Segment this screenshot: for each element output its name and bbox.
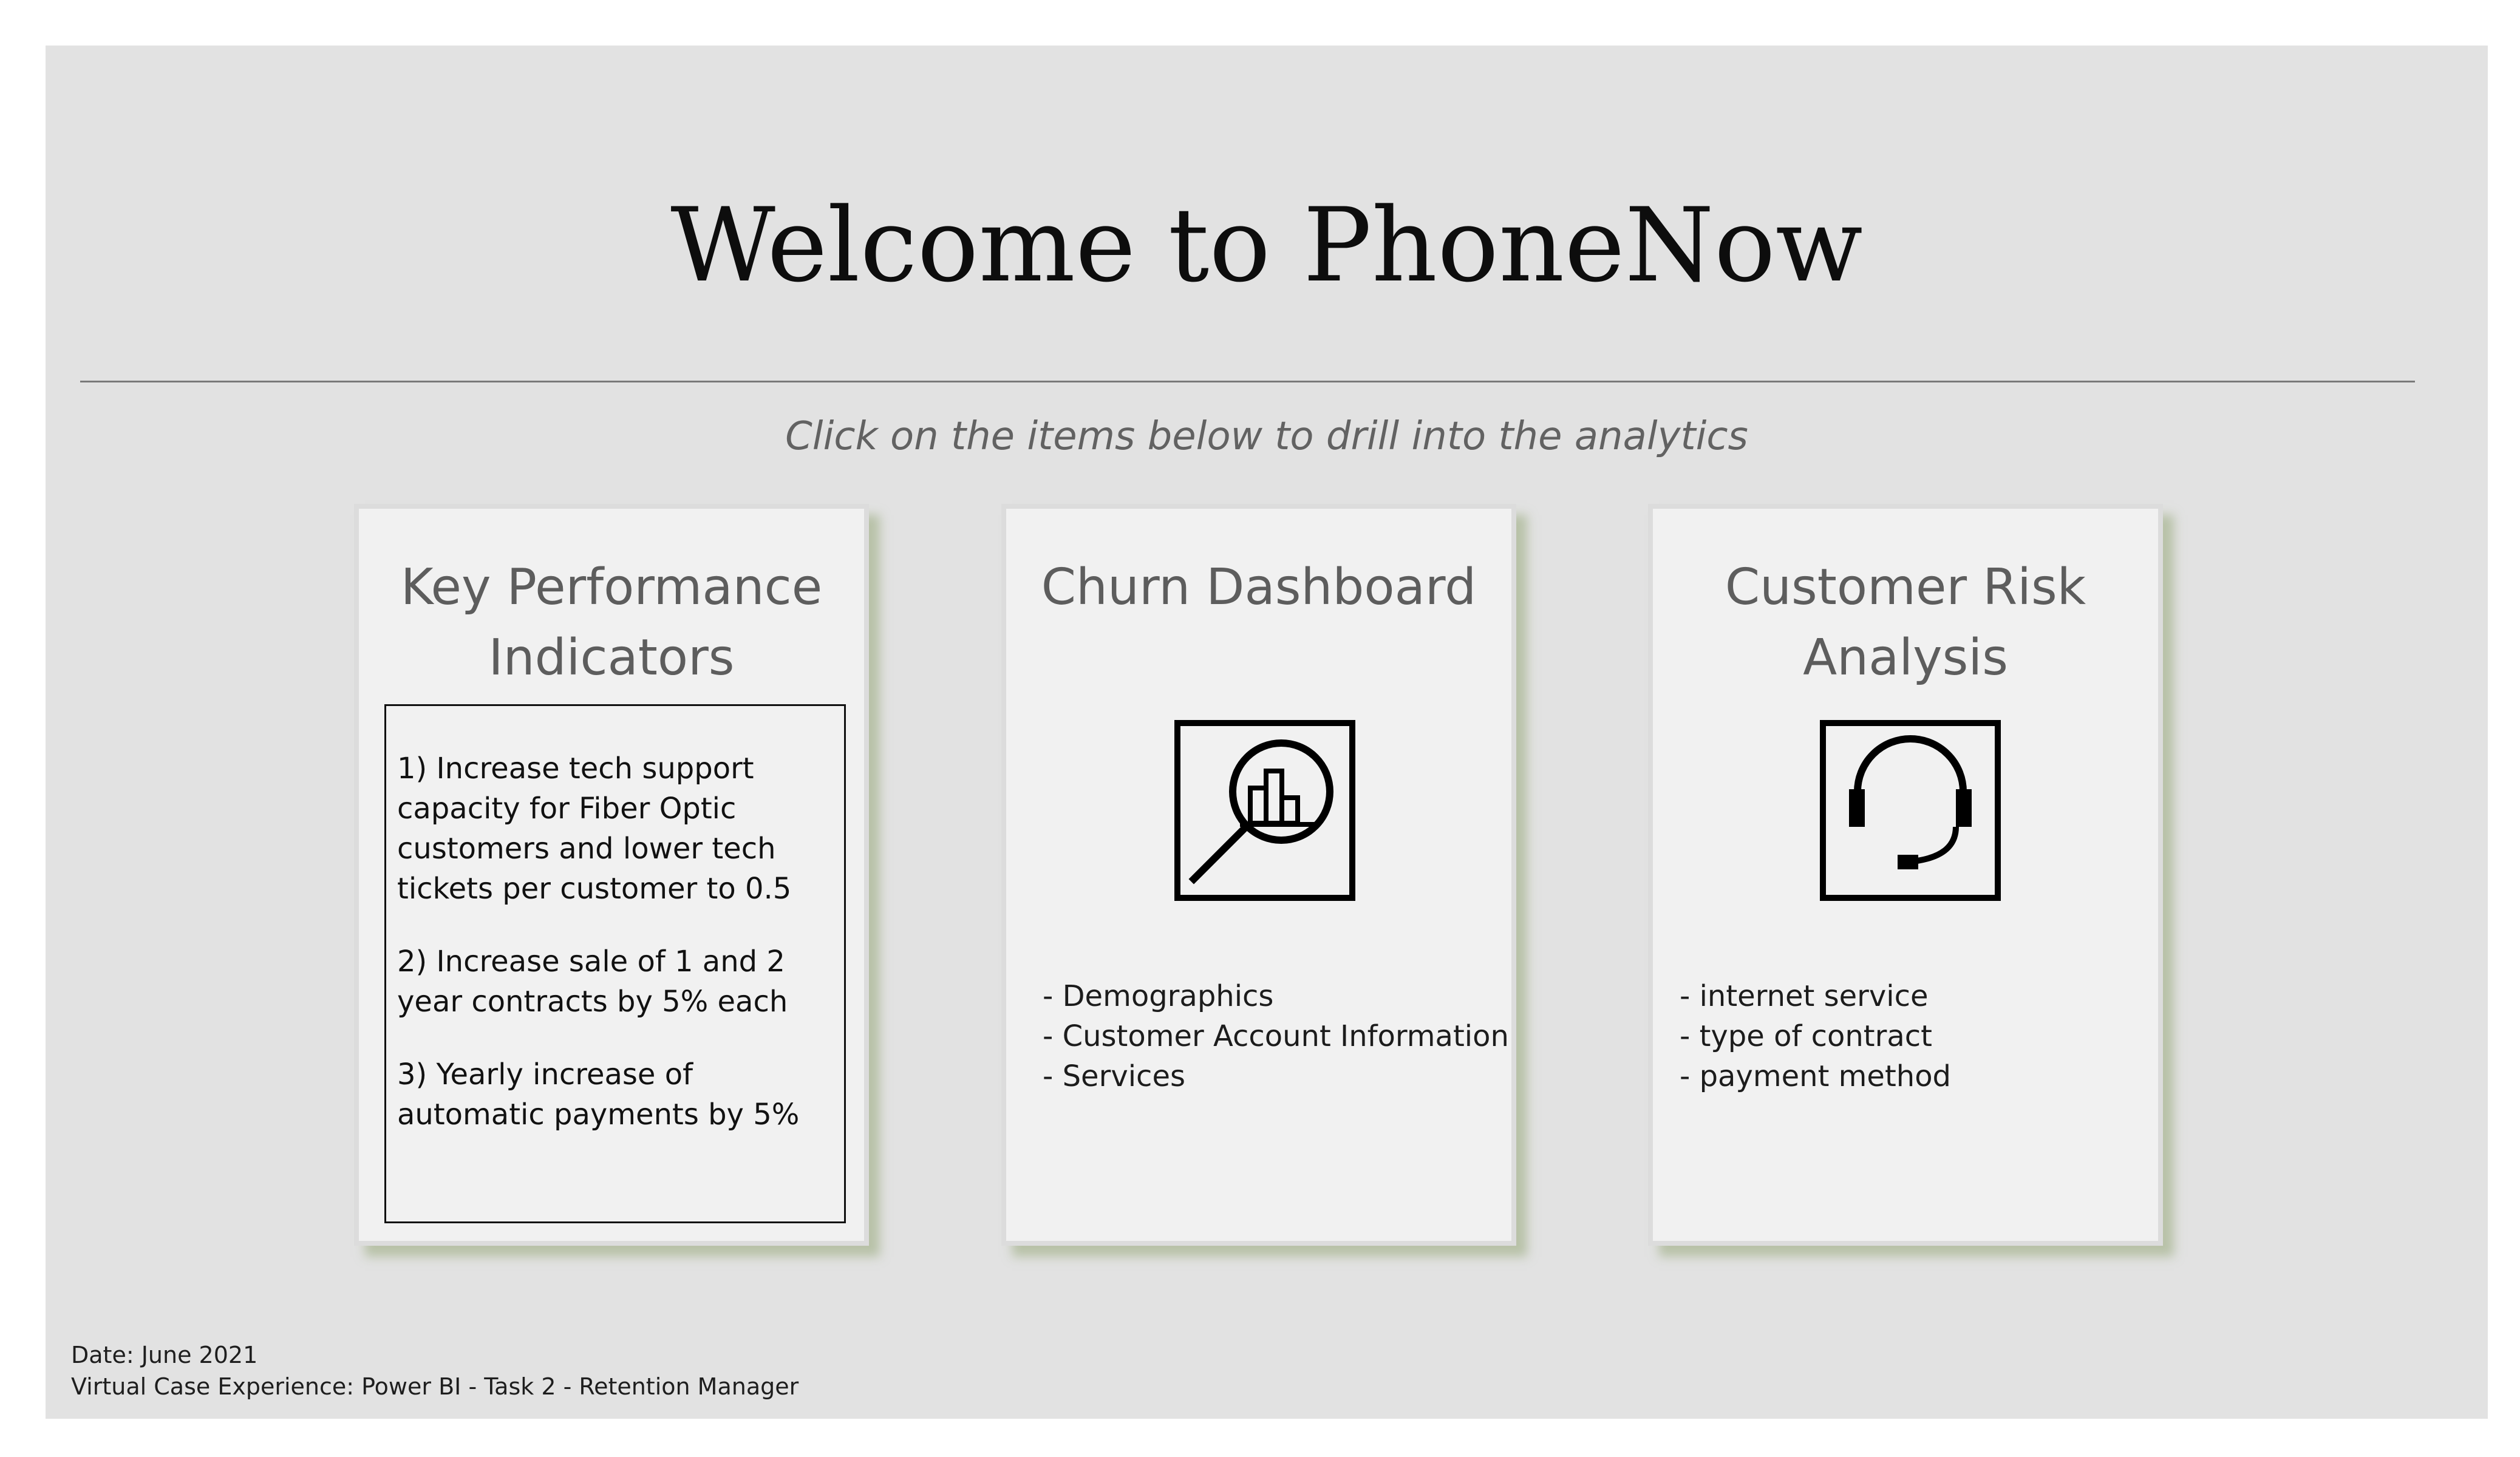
page-subtitle: Click on the items below to drill into t… bbox=[785, 414, 1748, 459]
kpi-item: 2) Increase sale of 1 and 2 year contrac… bbox=[397, 945, 788, 1019]
list-item: - Customer Account Information bbox=[1043, 1019, 1509, 1053]
title-divider bbox=[80, 381, 2415, 382]
list-item: - internet service bbox=[1680, 979, 1929, 1013]
kpi-item: 1) Increase tech support capacity for Fi… bbox=[397, 752, 792, 906]
list-item: - type of contract bbox=[1680, 1019, 1932, 1053]
kpi-item: 3) Yearly increase of automatic payments… bbox=[397, 1058, 800, 1132]
report-canvas: Welcome to PhoneNow Click on the items b… bbox=[46, 46, 2488, 1419]
magnifier-bar-chart-icon bbox=[1174, 720, 1355, 901]
footer-case-label: Virtual Case Experience: Power BI - Task… bbox=[71, 1373, 799, 1400]
kpi-card-title: Key Performance Indicators bbox=[400, 559, 823, 687]
customer-risk-card[interactable]: Customer Risk Analysis - internet servic… bbox=[1648, 504, 2163, 1246]
risk-card-title: Customer Risk Analysis bbox=[1725, 559, 2086, 687]
risk-bullet-list: - internet service - type of contract - … bbox=[1680, 976, 1951, 1096]
churn-bullet-list: - Demographics - Customer Account Inform… bbox=[1043, 976, 1509, 1096]
kpi-card[interactable]: Key Performance Indicators 1) Increase t… bbox=[354, 504, 869, 1246]
churn-dashboard-card[interactable]: Churn Dashboard - Demographics - Custome… bbox=[1001, 504, 1516, 1246]
kpi-list-box: 1) Increase tech support capacity for Fi… bbox=[384, 704, 846, 1223]
churn-card-title: Churn Dashboard bbox=[1041, 559, 1477, 616]
list-item: - Services bbox=[1043, 1059, 1185, 1093]
footer-date: Date: June 2021 bbox=[71, 1342, 258, 1368]
list-item: - Demographics bbox=[1043, 979, 1274, 1013]
headset-icon bbox=[1820, 720, 2001, 901]
list-item: - payment method bbox=[1680, 1059, 1952, 1093]
page-title: Welcome to PhoneNow bbox=[670, 186, 1863, 305]
